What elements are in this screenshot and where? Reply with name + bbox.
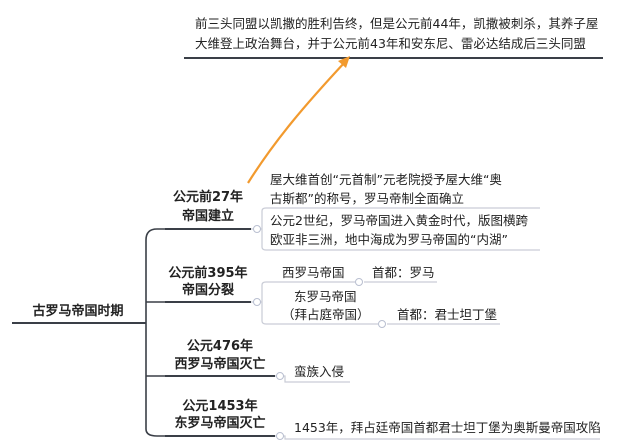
branch-395bc-title-1[interactable]: 公元前395年	[168, 266, 248, 281]
item-constantinople-fall: 1453年，拜占廷帝国首都君士坦丁堡为奥斯曼帝国攻陷	[294, 420, 601, 435]
collapse-marker-icon[interactable]	[253, 225, 261, 233]
item-east-rome-capital: 首都：君士坦丁堡	[397, 307, 498, 322]
branch-27bc-title-2[interactable]: 帝国建立	[181, 209, 234, 224]
collapse-marker-icon[interactable]	[253, 298, 261, 306]
collapse-marker-icon[interactable]	[378, 320, 386, 328]
top-note-line-1: 前三头同盟以凯撒的胜利告终，但是公元前44年，凯撒被刺杀，其养子屋	[195, 16, 599, 31]
collapse-marker-icon[interactable]	[276, 372, 284, 380]
branch-1453-title-1[interactable]: 公元1453年	[182, 399, 258, 414]
top-note-line-2: 大维登上政治舞台，并于公元前43年和安东尼、雷必达结成后三头同盟	[195, 36, 586, 51]
branch-476-title-1[interactable]: 公元476年	[186, 339, 254, 354]
item-east-rome-line-1: 东罗马帝国	[294, 289, 357, 304]
item-golden-age-line-2: 欧亚非三洲，地中海成为罗马帝国的“内湖”	[270, 232, 508, 247]
item-east-rome-line-2: （拜占庭帝国）	[282, 307, 370, 322]
branch-395bc-title-2[interactable]: 帝国分裂	[181, 283, 234, 298]
root-node[interactable]: 古罗马帝国时期	[32, 304, 124, 319]
item-augustus-line-2: 古斯都”的称号，罗马帝制全面确立	[270, 191, 464, 206]
collapse-marker-icon[interactable]	[276, 432, 284, 440]
item-augustus-line-1: 屋大维首创“元首制”元老院授予屋大维“奥	[270, 172, 502, 187]
item-west-rome-capital: 首都：罗马	[372, 265, 435, 280]
branch-1453-title-2[interactable]: 东罗马帝国灭亡	[174, 416, 266, 431]
branch-27bc-title-1[interactable]: 公元前27年	[172, 190, 244, 205]
item-west-rome: 西罗马帝国	[282, 265, 345, 280]
branch-476-title-2[interactable]: 西罗马帝国灭亡	[174, 357, 266, 372]
collapse-marker-icon[interactable]	[355, 278, 363, 286]
item-barbarian-invasion: 蛮族入侵	[294, 364, 345, 379]
item-golden-age-line-1: 公元2世纪，罗马帝国进入黄金时代，版图横跨	[270, 213, 528, 228]
